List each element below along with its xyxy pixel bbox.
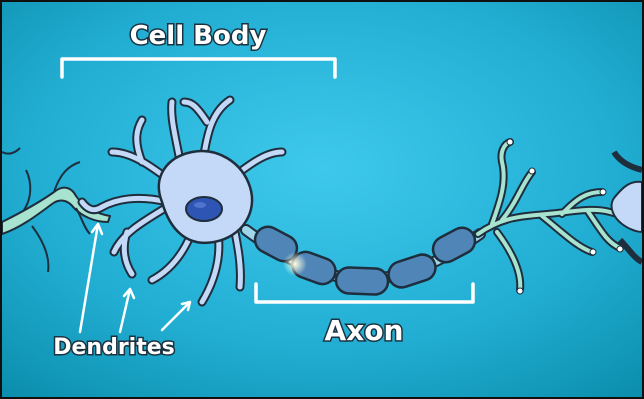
myelin-segment xyxy=(336,267,389,295)
signal-glow xyxy=(283,252,307,276)
nucleus-highlight xyxy=(194,202,206,208)
axon-label: Axon xyxy=(325,314,404,347)
dendrites-label: Dendrites xyxy=(53,335,175,360)
nucleus xyxy=(186,197,222,221)
cell-body-label: Cell Body xyxy=(130,21,267,51)
